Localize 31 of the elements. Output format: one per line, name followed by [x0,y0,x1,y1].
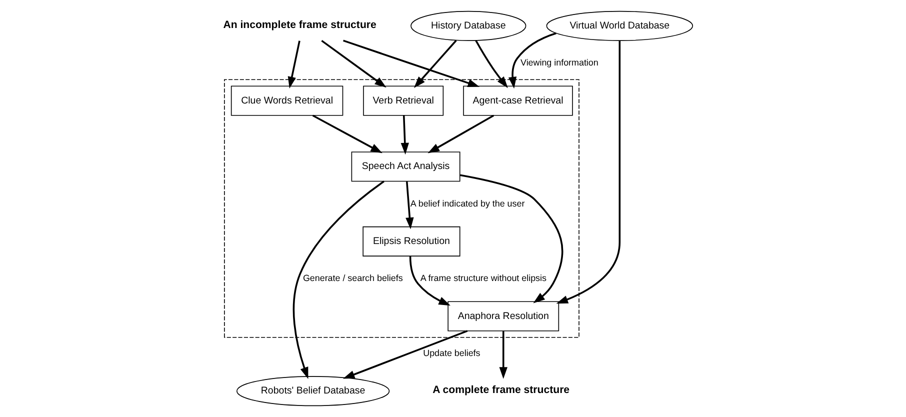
node-box: Agent-case Retrieval [462,86,572,116]
arrow [292,180,384,379]
node-box: Speech Act Analysis [350,152,460,182]
node-box: Elipsis Resolution [362,226,460,256]
node-text: A complete frame structure [432,384,570,396]
arrow [408,256,450,306]
node-box: Clue Words Retrieval [230,86,343,116]
node-box: Anaphora Resolution [447,301,559,332]
arrow [427,114,494,154]
arrow [312,114,382,154]
node-ellipse: Virtual World Database [546,10,693,41]
edge-label: A frame structure without elipsis [420,273,546,284]
arrow [320,40,386,88]
arrow [342,40,480,87]
arrow [474,40,508,88]
arrow [459,174,563,304]
arrow [508,32,556,89]
arrow [413,40,456,88]
node-text: An incomplete frame structure [222,18,376,31]
node-ellipse: History Database [410,10,526,41]
edge-label: Update beliefs [422,348,480,358]
arrow [498,331,507,379]
arrow [405,181,414,230]
edge-label: Generate / search beliefs [302,273,402,284]
node-box: Verb Retrieval [362,86,444,116]
arrow [400,115,408,155]
edge-label: Viewing information [520,58,598,68]
edge-label: A belief indicated by the user [410,198,524,208]
node-ellipse: Robots' Belief Database [236,376,390,406]
arrow [287,40,300,89]
arrow [556,40,620,304]
